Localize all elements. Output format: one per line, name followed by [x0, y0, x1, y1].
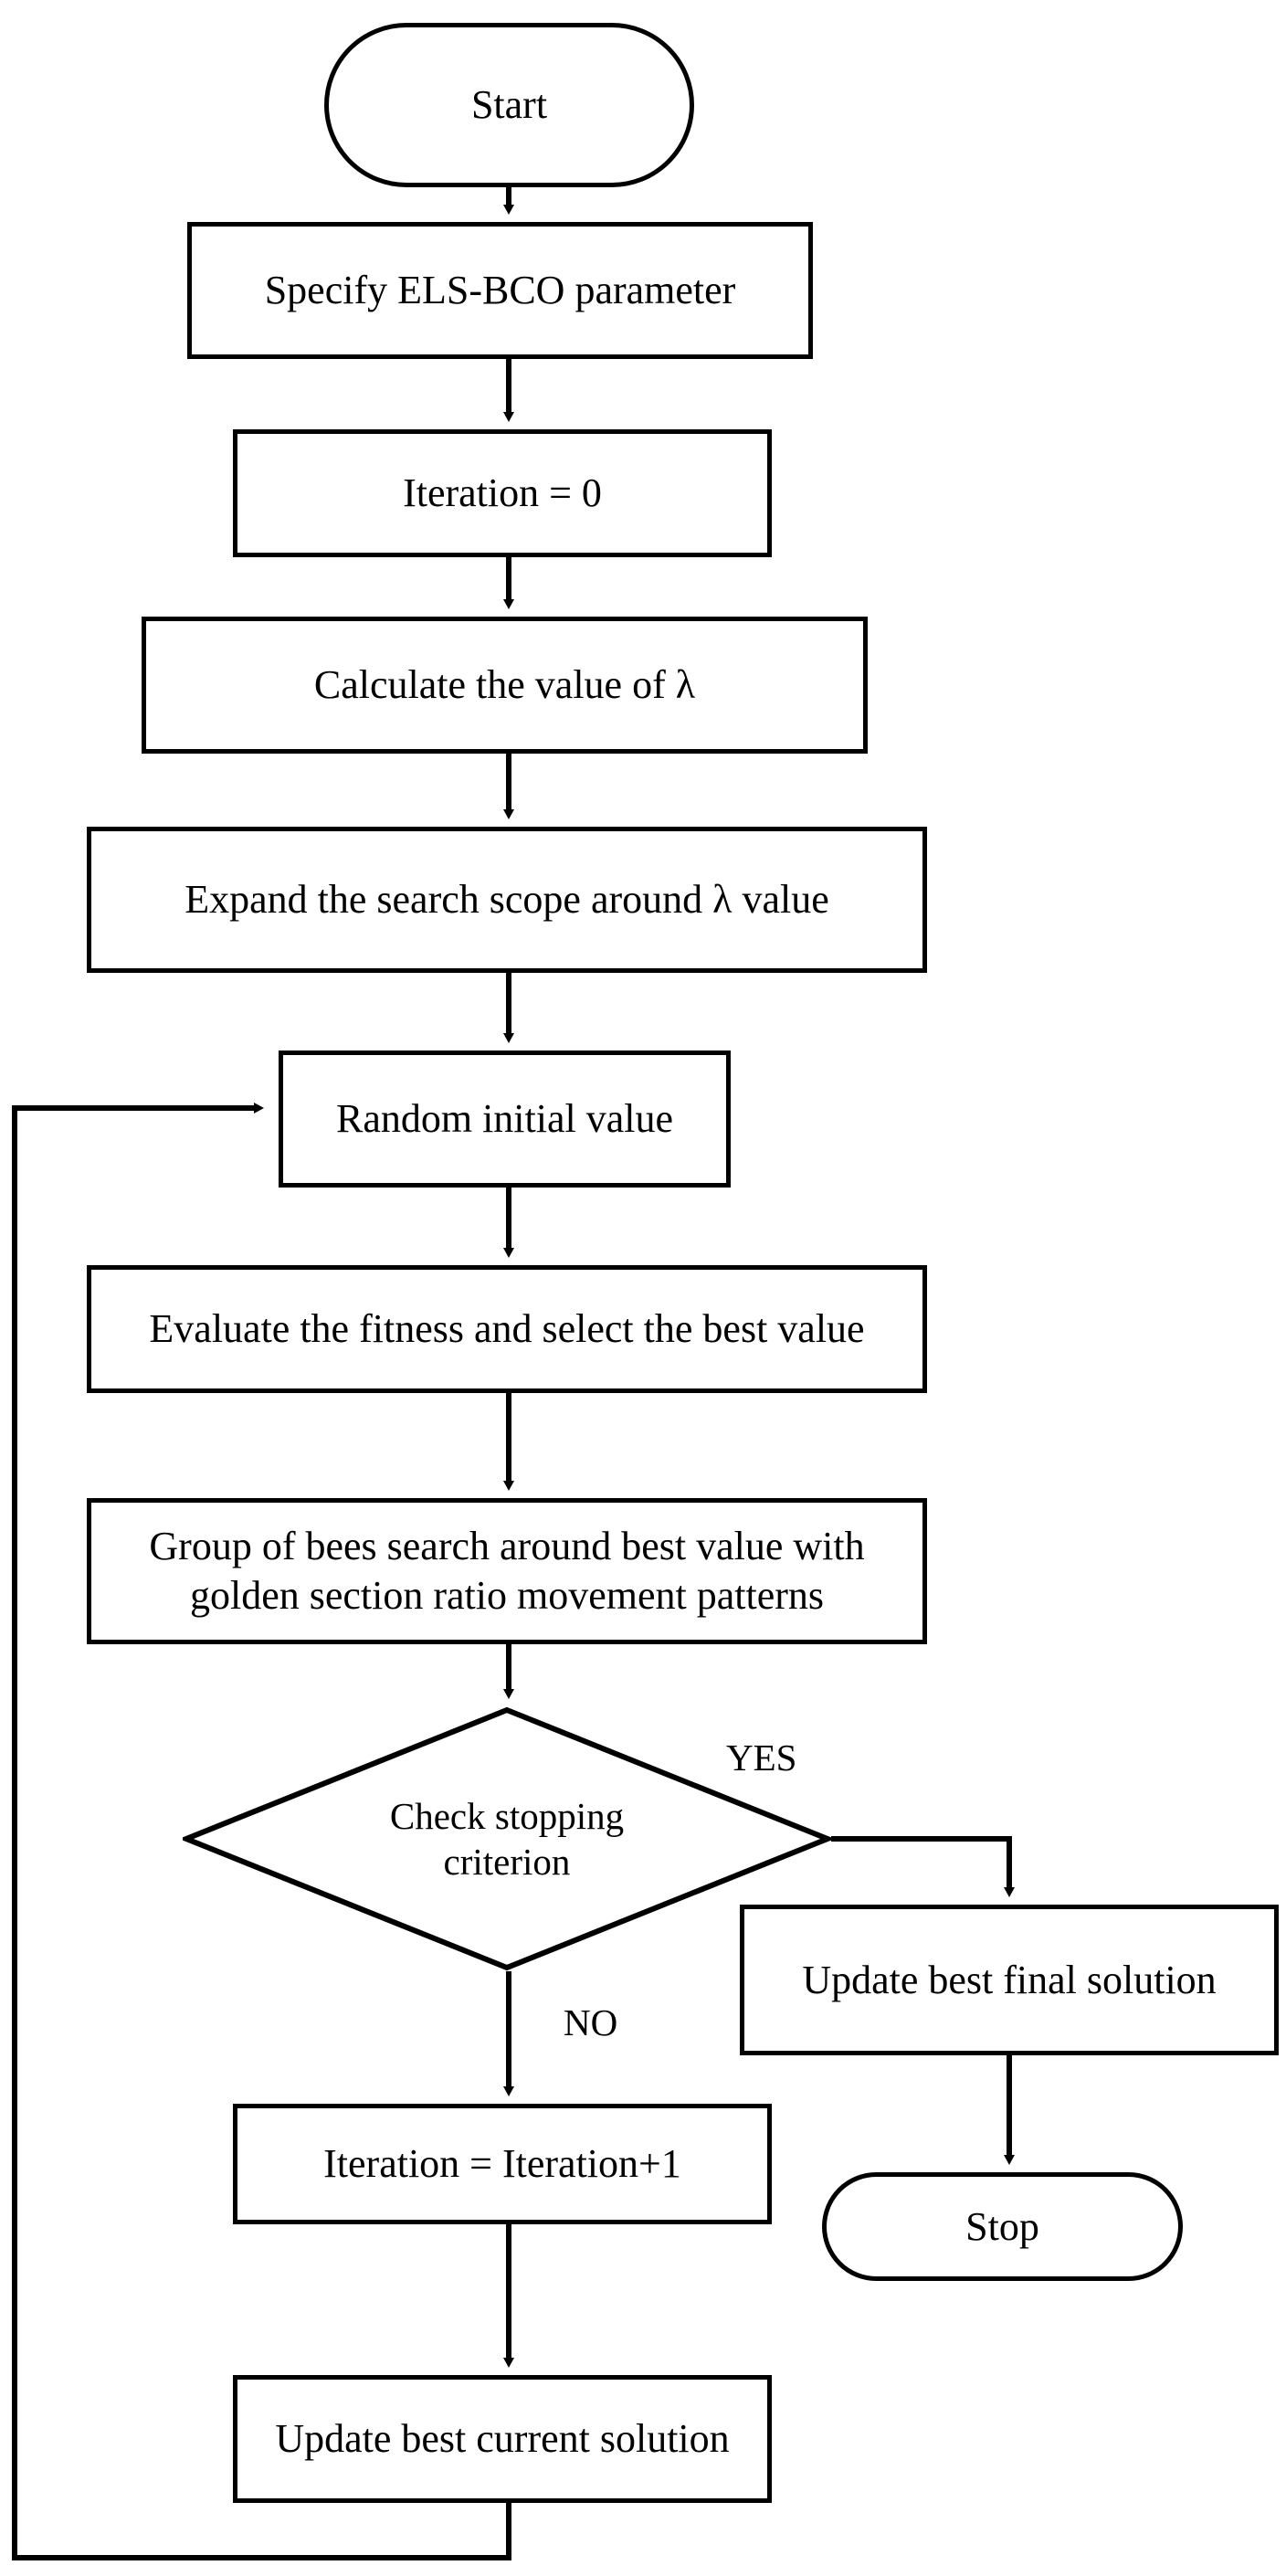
node-expand-search-scope[interactable]: Expand the search scope around λ value	[87, 827, 927, 973]
node-update-best-final-solution-label: Update best final solution	[802, 1957, 1217, 2002]
node-expand-search-scope-label: Expand the search scope around λ value	[184, 877, 829, 923]
node-evaluate-fitness[interactable]: Evaluate the fitness and select the best…	[87, 1265, 927, 1393]
node-update-best-current-solution-label: Update best current solution	[275, 2416, 730, 2462]
node-random-initial-value[interactable]: Random initial value	[279, 1050, 731, 1188]
edge-label-yes: YES	[726, 1737, 797, 1779]
node-iteration-zero-label: Iteration = 0	[403, 470, 602, 516]
node-bees-search-label: Group of bees search around best value w…	[149, 1524, 865, 1618]
node-calculate-lambda[interactable]: Calculate the value of λ	[142, 617, 868, 754]
node-calculate-lambda-label: Calculate the value of λ	[313, 662, 696, 708]
edge-feedback-loop	[12, 1103, 511, 2560]
node-start-label: Start	[470, 82, 548, 128]
node-stop-label: Stop	[965, 2203, 1039, 2249]
node-stop[interactable]: Stop	[822, 2172, 1183, 2281]
node-check-stopping-criterion-label: Check stopping criterion	[389, 1794, 625, 1883]
diamond-shape	[183, 1706, 831, 1971]
node-random-initial-value-label: Random initial value	[335, 1096, 674, 1142]
node-iteration-increment-label: Iteration = Iteration+1	[323, 2141, 681, 2187]
node-iteration-increment[interactable]: Iteration = Iteration+1	[233, 2104, 772, 2224]
node-start[interactable]: Start	[324, 23, 694, 187]
node-check-stopping-criterion[interactable]: Check stopping criterion	[183, 1706, 831, 1971]
node-update-best-final-solution[interactable]: Update best final solution	[740, 1905, 1279, 2055]
node-bees-search[interactable]: Group of bees search around best value w…	[87, 1498, 927, 1644]
node-specify-parameter-label: Specify ELS-BCO parameter	[264, 268, 736, 313]
edge-decision-yes-to-updatefinal	[831, 1836, 1015, 1897]
edge-label-no: NO	[564, 2001, 618, 2043]
node-update-best-current-solution[interactable]: Update best current solution	[233, 2375, 772, 2503]
node-iteration-zero[interactable]: Iteration = 0	[233, 429, 772, 557]
node-specify-parameter[interactable]: Specify ELS-BCO parameter	[187, 222, 813, 359]
node-evaluate-fitness-label: Evaluate the fitness and select the best…	[149, 1306, 865, 1352]
